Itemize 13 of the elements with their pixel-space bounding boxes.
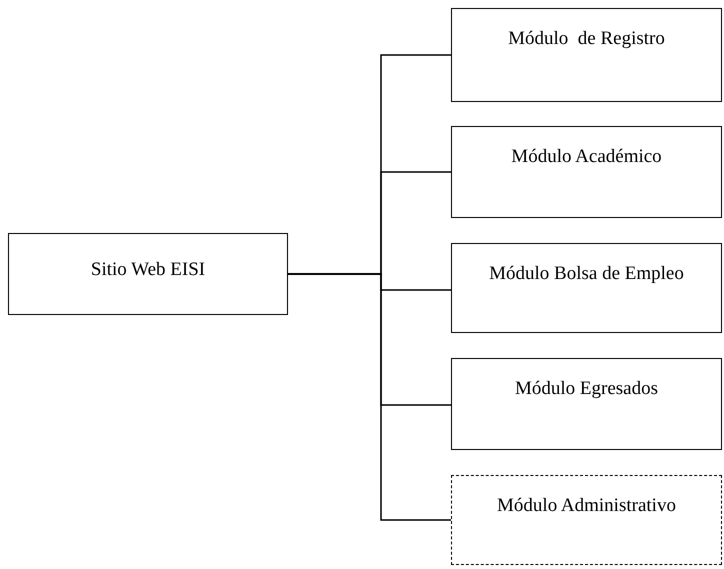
box-label: Módulo Egresados [514,377,658,401]
module-box [8,233,288,315]
module-box [451,358,722,450]
box-label: Módulo Administrativo [497,494,676,518]
box-label: Módulo de Registro [508,27,665,51]
box-label: Módulo Académico [511,145,662,169]
connector-line [288,273,451,521]
box-label: Módulo Bolsa de Empleo [489,262,684,286]
module-box [451,126,722,218]
module-box [451,8,722,102]
module-box [451,243,722,333]
module-box [451,475,722,565]
box-label: Sitio Web EISI [90,258,206,282]
